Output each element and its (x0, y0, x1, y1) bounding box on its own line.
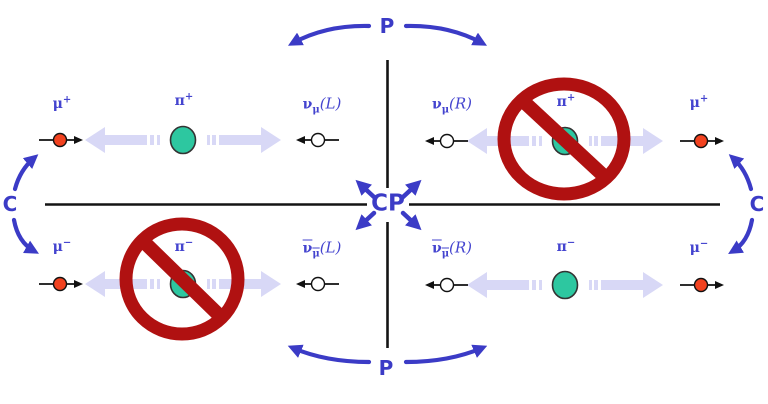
decay-bottom-left (39, 217, 339, 341)
cp-arrow-up-right (400, 179, 422, 200)
momentum-arrow-right-icon (589, 128, 663, 154)
particle-label-pion-plus: π+ (556, 92, 576, 110)
particle-label-pion-plus: π+ (174, 91, 194, 109)
neutrino-icon (425, 277, 468, 293)
particle-label-muon-minus: μ− (689, 238, 709, 256)
parity-label-top: P (379, 14, 395, 38)
momentum-arrow-right-icon (207, 271, 281, 297)
particle-label-antineutrino-L: νμ(L) (302, 238, 342, 260)
cp-label: CP (371, 190, 405, 217)
particle-label-neutrino-L: νμ(L) (302, 94, 342, 116)
particle-label-muon-plus: μ+ (52, 94, 72, 112)
cp-arrow-down-right (400, 210, 422, 231)
cp-arrow-down-left (355, 210, 377, 231)
parity-arrow-bottom-right (403, 344, 488, 365)
charge-arrow-left-down (11, 217, 39, 254)
decay-top-left (39, 125, 339, 155)
muon-icon (39, 132, 83, 148)
muon-icon (680, 133, 724, 149)
muon-icon (680, 277, 724, 293)
charge-label-right: C (749, 192, 765, 216)
particle-label-muon-minus: μ− (52, 237, 72, 255)
decay-top-right (425, 77, 724, 201)
neutrino-icon (296, 276, 339, 292)
charge-arrow-right-up (728, 154, 754, 192)
neutrino-icon (425, 133, 468, 149)
charge-arrow-right-down (728, 217, 755, 254)
neutrino-icon (296, 132, 339, 148)
particle-label-pion-minus: π− (174, 237, 194, 255)
parity-arrow-top-right (403, 23, 488, 46)
momentum-arrow-right-icon (589, 272, 663, 298)
decay-bottom-right (425, 270, 724, 300)
parity-arrow-top-left (287, 23, 372, 46)
pion-icon (551, 270, 579, 300)
parity-label-bottom: P (378, 356, 394, 380)
momentum-arrow-left-icon (85, 127, 160, 153)
parity-arrow-bottom-left (287, 344, 372, 365)
cp-arrow-up-left (355, 179, 377, 200)
particle-label-antineutrino-R: νμ(R) (431, 238, 473, 260)
pion-icon (169, 125, 197, 155)
particle-label-pion-minus: π− (556, 237, 576, 255)
momentum-arrow-left-icon (85, 271, 160, 297)
muon-icon (39, 276, 83, 292)
momentum-arrow-right-icon (207, 127, 281, 153)
charge-arrow-left-up (12, 154, 39, 192)
forbidden-icon (119, 217, 245, 341)
forbidden-icon (497, 77, 631, 201)
particle-label-neutrino-R: νμ(R) (431, 94, 473, 116)
momentum-arrow-left-icon (467, 272, 542, 298)
particle-label-muon-plus: μ+ (689, 93, 709, 111)
charge-label-left: C (2, 192, 18, 216)
